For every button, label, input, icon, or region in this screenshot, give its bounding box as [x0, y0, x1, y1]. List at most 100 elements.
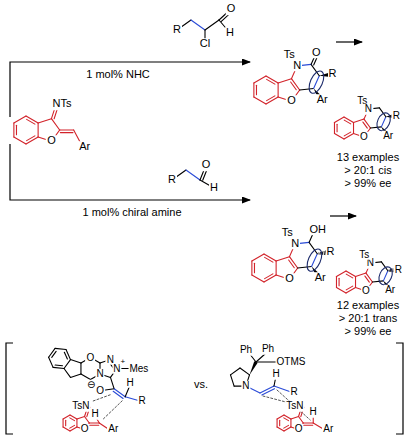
bond: [64, 369, 70, 378]
bond: [300, 89, 314, 90]
structures: [14, 9, 395, 431]
bond: [383, 271, 387, 281]
reaction-arrow: [10, 62, 250, 117]
bond: [276, 261, 277, 275]
atom-label: O: [361, 286, 371, 297]
atom-label: Ar: [316, 95, 329, 107]
atom-label: Ph: [261, 344, 275, 355]
bond: [344, 120, 350, 124]
bond: [60, 129, 74, 130]
bond: [256, 361, 276, 362]
stereo-highlight: [306, 69, 327, 96]
atom-label: O: [294, 424, 304, 435]
atom-label: O: [46, 136, 57, 148]
bond: [64, 352, 67, 359]
bond: [370, 127, 381, 128]
bond: [390, 270, 391, 272]
bond: [346, 271, 356, 277]
atom-label: OTMS: [276, 357, 307, 368]
bond: [38, 123, 39, 137]
comparison-text: vs.: [193, 379, 209, 391]
bond: [334, 117, 344, 123]
bond: [191, 20, 205, 30]
bond: [252, 254, 264, 261]
bond: [267, 96, 275, 101]
atom-label: O: [286, 96, 297, 108]
bond: [312, 254, 318, 267]
atom-label: Ts: [358, 249, 370, 260]
bond: [53, 367, 64, 368]
bond: [52, 351, 56, 357]
result-text: > 20:1 cis: [343, 165, 392, 177]
bond: [70, 360, 80, 363]
atom-label: Mes: [128, 363, 149, 374]
bond: [254, 76, 266, 83]
result-text: 13 examples: [336, 152, 400, 164]
bond: [55, 364, 62, 366]
bond: [90, 425, 99, 426]
bond: [356, 273, 366, 276]
bond: [277, 427, 284, 431]
bond: [77, 417, 85, 419]
wedge-bond: [250, 361, 258, 375]
bond: [344, 117, 354, 123]
bond: [110, 377, 114, 388]
bond: [277, 419, 278, 427]
atom-label: N: [290, 238, 300, 250]
bond: [372, 281, 383, 282]
atom-label: N: [364, 104, 373, 115]
bond: [346, 288, 356, 294]
bond: [355, 277, 356, 288]
bond: [278, 83, 279, 97]
atom-label: Cl: [199, 38, 211, 50]
atom-label: TsN: [71, 401, 90, 412]
bond: [65, 420, 66, 425]
atom-label: OH: [309, 224, 328, 236]
atom-label: Ar: [384, 285, 396, 296]
bond: [64, 360, 70, 369]
atom-label: TsN: [285, 401, 304, 412]
bond: [14, 116, 26, 123]
stereo-highlight: [374, 111, 393, 133]
bond: [289, 257, 297, 268]
bond: [279, 420, 280, 425]
bond: [80, 363, 81, 374]
result-text: > 20:1 trans: [338, 313, 398, 325]
atom-label: O: [201, 159, 212, 171]
bond: [364, 119, 370, 128]
bond: [186, 170, 200, 180]
bond: [334, 134, 344, 140]
bond: [55, 348, 66, 349]
bond: [336, 277, 337, 288]
atom-label: O: [284, 274, 295, 286]
result-text: > 99% ee: [344, 326, 393, 338]
bond: [254, 97, 266, 104]
bond: [252, 275, 264, 282]
atom-label: R: [138, 396, 147, 407]
bond: [336, 271, 346, 277]
bond: [16, 125, 17, 135]
bond: [63, 427, 70, 431]
atom-label: N: [95, 369, 104, 380]
condition-text: 1 mol% chiral amine: [81, 207, 182, 219]
stereo-highlight: [304, 247, 325, 274]
bracket: [396, 343, 403, 434]
bond: [346, 286, 352, 290]
atom-label: R: [392, 110, 401, 121]
atom-label: H: [309, 407, 318, 418]
atom-label: O: [80, 424, 90, 435]
atom-label: H: [91, 409, 100, 420]
bond: [339, 278, 340, 285]
bond: [363, 122, 367, 128]
atom-label: H: [126, 378, 135, 389]
bond: [205, 20, 219, 30]
bond: [344, 132, 350, 136]
bond: [278, 79, 291, 83]
bond: [70, 374, 80, 377]
atom-label: O: [311, 47, 322, 59]
bond: [318, 253, 319, 254]
atom-label: R: [172, 24, 182, 36]
bond: [353, 123, 354, 134]
